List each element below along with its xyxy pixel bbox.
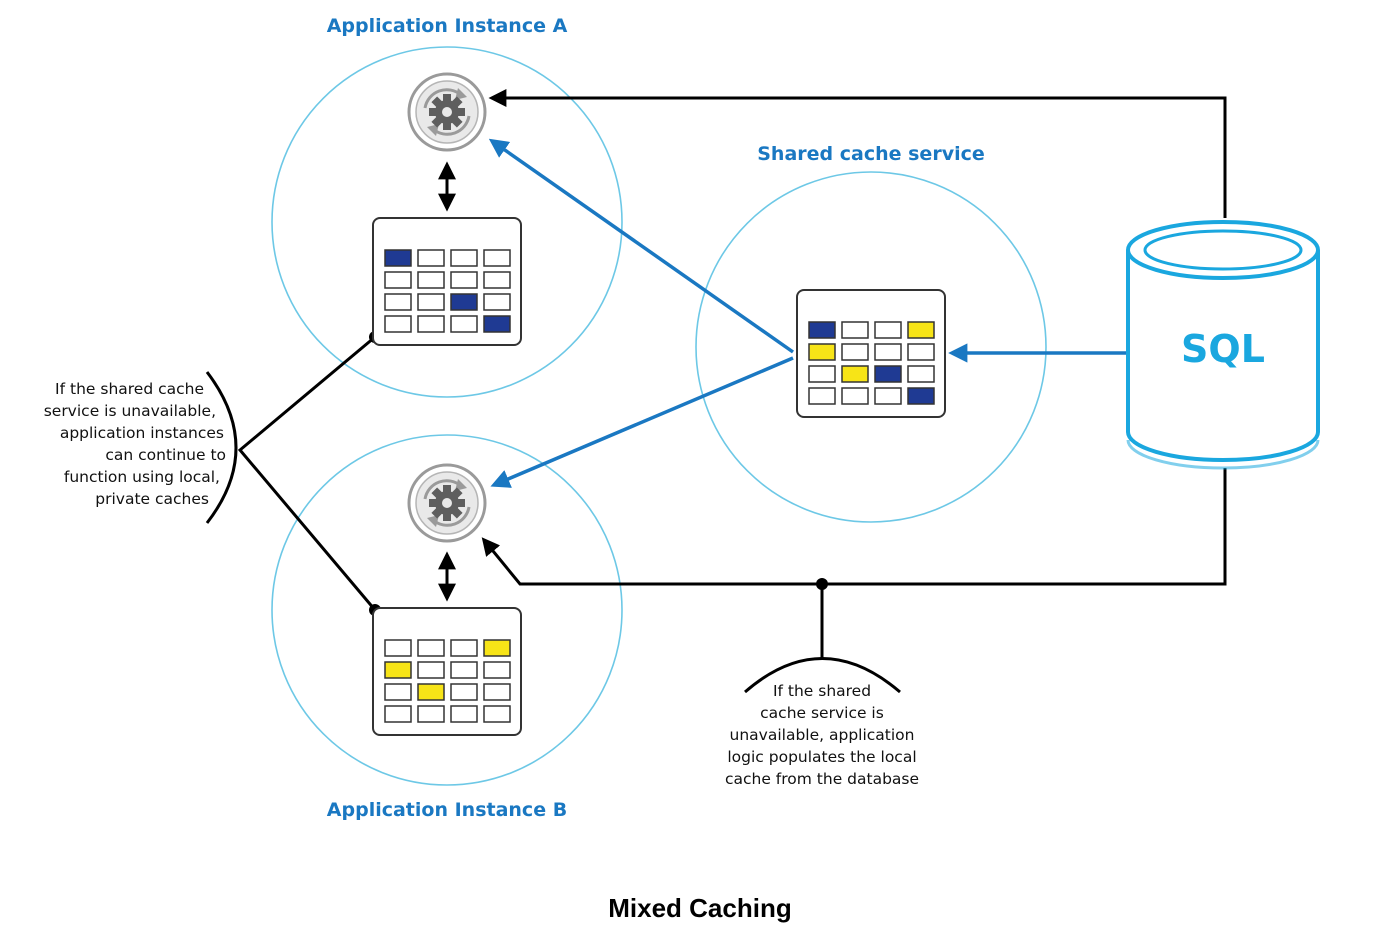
cache-cell-empty bbox=[384, 683, 412, 701]
db-to-instance-b-line bbox=[481, 468, 1227, 586]
cache-cell-empty bbox=[483, 293, 511, 311]
cache-cell-navy bbox=[808, 321, 836, 339]
cache-cell-yellow bbox=[808, 343, 836, 361]
cache-cell-empty bbox=[450, 249, 478, 267]
bottom-note-line: cache service is bbox=[760, 704, 884, 722]
junction-dot bbox=[816, 578, 828, 590]
left-note-line: service is unavailable, bbox=[44, 402, 216, 420]
cache-cell-empty bbox=[417, 315, 445, 333]
cache-cell-empty bbox=[808, 365, 836, 383]
cache-cell-empty bbox=[417, 249, 445, 267]
instance-a-boundary bbox=[271, 46, 623, 398]
bottom-note-bracket bbox=[744, 657, 901, 694]
cache-cell-empty bbox=[384, 293, 412, 311]
bottom-note-line: cache from the database bbox=[725, 770, 919, 788]
left-note-line: If the shared cache bbox=[55, 380, 204, 398]
cache-cell-empty bbox=[874, 387, 902, 405]
cache-cell-empty bbox=[417, 705, 445, 723]
instance-b-title: Application Instance B bbox=[327, 799, 567, 821]
cache-cell-navy bbox=[907, 387, 935, 405]
instance-a-local-cache bbox=[372, 217, 522, 346]
bottom-note-line: logic populates the local bbox=[727, 748, 916, 766]
cache-cell-empty bbox=[417, 639, 445, 657]
instance-b-boundary bbox=[271, 434, 623, 786]
gear-refresh-icon bbox=[407, 463, 487, 543]
database-label: SQL bbox=[1181, 327, 1265, 371]
cache-cell-empty bbox=[483, 249, 511, 267]
left-note-line: private caches bbox=[95, 490, 209, 508]
left-note-bracket bbox=[205, 371, 238, 524]
cache-cell-empty bbox=[384, 705, 412, 723]
cache-cell-yellow bbox=[841, 365, 869, 383]
instance-a-title: Application Instance A bbox=[327, 15, 568, 37]
cache-cell-empty bbox=[841, 321, 869, 339]
cache-cell-empty bbox=[417, 271, 445, 289]
cache-cell-yellow bbox=[483, 639, 511, 657]
left-note-line: function using local, bbox=[64, 468, 220, 486]
instance-b-local-cache bbox=[372, 607, 522, 736]
bottom-note-line: If the shared bbox=[773, 682, 871, 700]
cache-cell-empty bbox=[874, 321, 902, 339]
cache-cell-empty bbox=[450, 683, 478, 701]
cache-cell-empty bbox=[874, 343, 902, 361]
figure-caption: Mixed Caching bbox=[608, 893, 791, 923]
cache-cell-empty bbox=[450, 639, 478, 657]
left-note: If the shared cache service is unavailab… bbox=[44, 380, 226, 508]
cache-cell-empty bbox=[483, 705, 511, 723]
cache-cell-empty bbox=[841, 343, 869, 361]
shared-cache-boundary bbox=[695, 171, 1047, 523]
cache-cell-yellow bbox=[417, 683, 445, 701]
shared-cache-title: Shared cache service bbox=[757, 143, 985, 165]
left-note-line: can continue to bbox=[105, 446, 226, 464]
cache-cell-empty bbox=[450, 661, 478, 679]
cache-cell-empty bbox=[417, 293, 445, 311]
bottom-note: If the shared cache service is unavailab… bbox=[725, 682, 919, 788]
left-note-pointer bbox=[237, 335, 377, 611]
shared-to-instance-a-arrow bbox=[488, 138, 795, 354]
cache-cell-empty bbox=[384, 315, 412, 333]
cache-cell-empty bbox=[907, 365, 935, 383]
left-note-line: application instances bbox=[60, 424, 224, 442]
cache-cell-navy bbox=[384, 249, 412, 267]
cache-cell-empty bbox=[450, 271, 478, 289]
cache-cell-empty bbox=[450, 315, 478, 333]
shared-cache-table bbox=[796, 289, 946, 418]
cache-cell-navy bbox=[450, 293, 478, 311]
cache-cell-navy bbox=[483, 315, 511, 333]
cache-cell-empty bbox=[483, 683, 511, 701]
database-cylinder-icon bbox=[1126, 220, 1320, 470]
cache-cell-empty bbox=[841, 387, 869, 405]
gear-refresh-icon bbox=[407, 72, 487, 152]
db-to-instance-a-line bbox=[488, 89, 1227, 218]
cache-cell-empty bbox=[384, 639, 412, 657]
cache-cell-empty bbox=[417, 661, 445, 679]
cache-cell-empty bbox=[384, 271, 412, 289]
bottom-note-line: unavailable, application bbox=[730, 726, 915, 744]
cache-cell-empty bbox=[907, 343, 935, 361]
cache-cell-yellow bbox=[907, 321, 935, 339]
cache-cell-empty bbox=[483, 271, 511, 289]
cache-cell-empty bbox=[483, 661, 511, 679]
shared-to-instance-b-arrow bbox=[490, 356, 794, 488]
cache-cell-empty bbox=[450, 705, 478, 723]
cache-cell-navy bbox=[874, 365, 902, 383]
cache-cell-empty bbox=[808, 387, 836, 405]
cache-cell-yellow bbox=[384, 661, 412, 679]
